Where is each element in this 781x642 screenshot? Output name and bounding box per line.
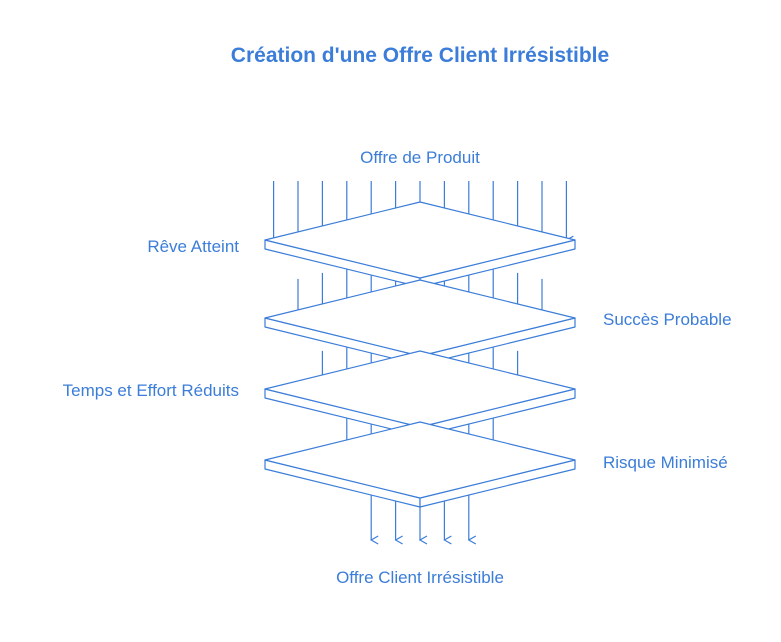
input-label: Offre de Produit (360, 148, 480, 167)
layer-label-2: Succès Probable (603, 310, 732, 329)
layer-top-face (264, 350, 576, 428)
filter-layers (264, 201, 576, 508)
layer-top-face (264, 201, 576, 279)
layer-label-3: Temps et Effort Réduits (63, 381, 239, 400)
layer-label-4: Risque Minimisé (603, 453, 728, 472)
filter-layer-3 (264, 350, 576, 437)
layer-label-1: Rêve Atteint (147, 237, 239, 256)
diagram-title: Création d'une Offre Client Irrésistible (231, 44, 609, 67)
filter-layer-1 (264, 201, 576, 288)
layer-top-face (264, 421, 576, 499)
output-label: Offre Client Irrésistible (336, 568, 504, 587)
filter-layer-4 (264, 421, 576, 508)
layer-top-face (264, 279, 576, 357)
